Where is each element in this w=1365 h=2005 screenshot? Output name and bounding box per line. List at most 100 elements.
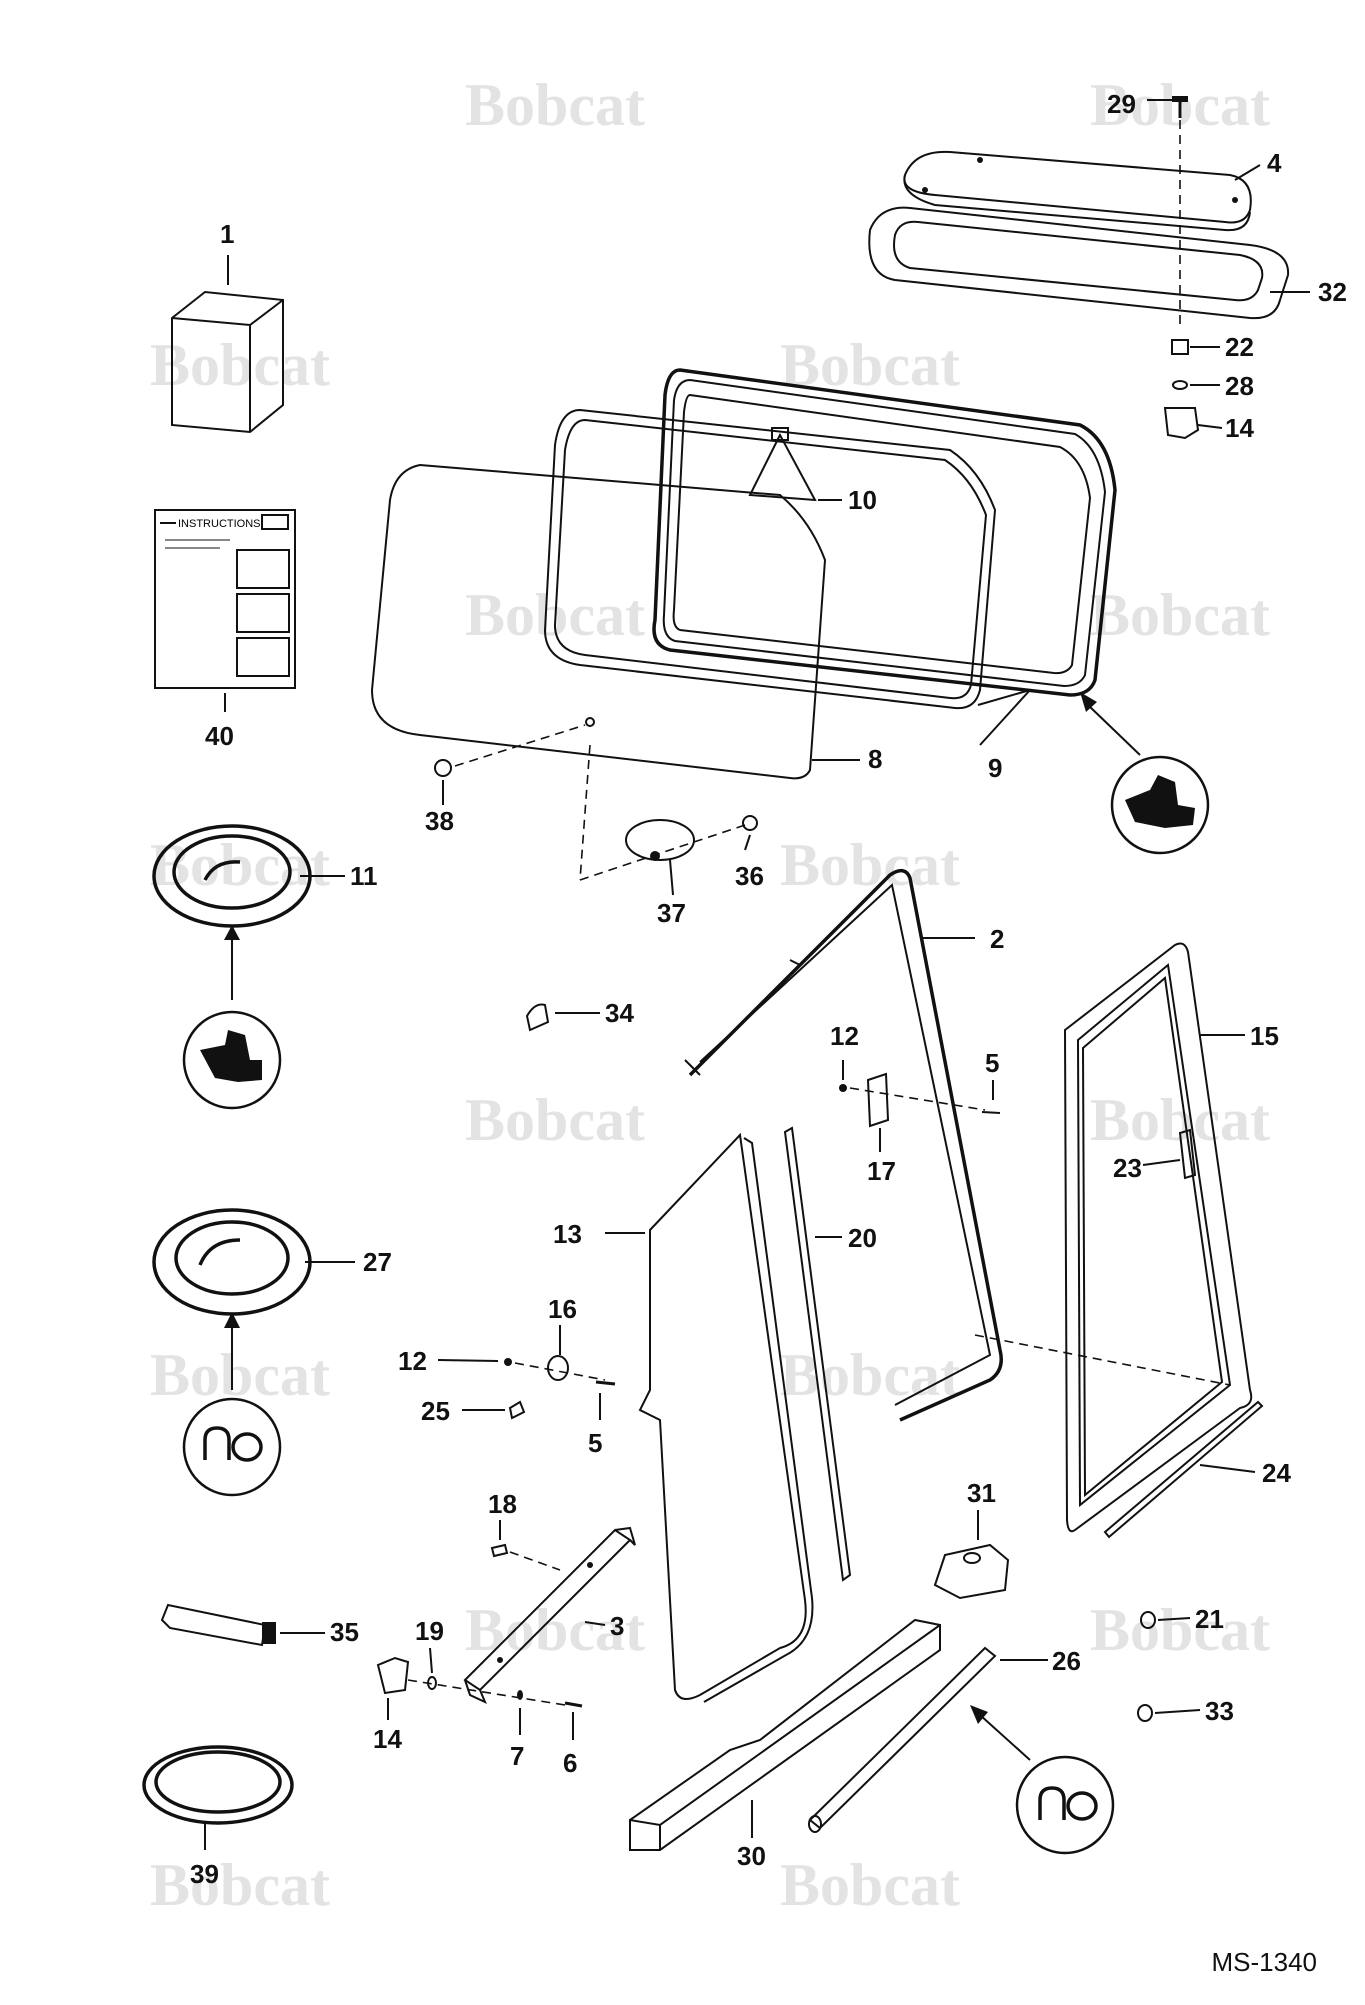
part-31-mount-block (933, 1510, 1010, 1600)
watermark: Bobcat (780, 1852, 960, 1918)
part-29-bolt (1147, 96, 1188, 330)
part-40-instructions-sheet: INSTRUCTIONS (154, 509, 296, 712)
part-38-knob (434, 724, 586, 805)
part-20-rubber-strip (783, 1126, 852, 1582)
part-15-door-frame (974, 942, 1253, 1533)
callout-39: 39 (190, 1859, 219, 1889)
callout-labels: 1 40 11 27 35 39 29 4 32 22 28 14 10 8 9… (190, 89, 1347, 1889)
seal-profile-icon (200, 1030, 262, 1082)
callout-38: 38 (425, 806, 454, 836)
part-13-door-glass (605, 1132, 814, 1703)
part-25-block (462, 1400, 526, 1420)
part-2-door-frame (684, 868, 1003, 1422)
callout-7: 7 (510, 1741, 524, 1771)
callout-35: 35 (330, 1617, 359, 1647)
callout-18: 18 (488, 1489, 517, 1519)
callout-5: 5 (985, 1048, 999, 1078)
part-22-nut (1171, 339, 1220, 355)
part-35-sealant-tube (160, 1603, 325, 1647)
callout-29: 29 (1107, 89, 1136, 119)
watermark: Bobcat (1090, 1597, 1270, 1663)
part-5-screw-b (595, 1380, 616, 1420)
part-4-hatch-cover (903, 150, 1261, 232)
part-14-knob-bottom (376, 1656, 566, 1720)
part-6-screw (564, 1701, 583, 1740)
callout-2: 2 (990, 924, 1004, 954)
callout-28: 28 (1225, 371, 1254, 401)
watermark: Bobcat (465, 1597, 645, 1663)
part-7-washer (517, 1690, 523, 1735)
seal-profile-icon (1125, 775, 1195, 828)
seal-profile-icon (1038, 1786, 1066, 1820)
part-9-window-frame (543, 408, 1031, 746)
callout-30: 30 (737, 1841, 766, 1871)
callout-31: 31 (967, 1478, 996, 1508)
drawing-number: MS-1340 (1211, 1947, 1318, 1977)
part-14-knob-top (1163, 407, 1223, 440)
watermark: Bobcat (150, 1852, 330, 1918)
callout-5: 5 (588, 1428, 602, 1458)
part-19-washer (427, 1647, 437, 1690)
watermark: Bobcat (780, 1342, 960, 1408)
callout-14: 14 (373, 1724, 402, 1754)
seal-profile-icon (203, 1426, 231, 1460)
callout-6: 6 (563, 1748, 577, 1778)
part-11-seal-coil (152, 824, 345, 1110)
callout-15: 15 (1250, 1021, 1279, 1051)
callout-20: 20 (848, 1223, 877, 1253)
watermarks: Bobcat Bobcat Bobcat Bobcat Bobcat Bobca… (150, 72, 1270, 1918)
callout-25: 25 (421, 1396, 450, 1426)
watermark: Bobcat (1090, 582, 1270, 648)
callout-37: 37 (657, 898, 686, 928)
part-12-screw-b (437, 1358, 606, 1381)
callout-34: 34 (605, 998, 634, 1028)
callout-40: 40 (205, 721, 234, 751)
watermark: Bobcat (150, 1342, 330, 1408)
part-39-hose-coil (142, 1745, 294, 1850)
part-5-screw-a (981, 1080, 1001, 1114)
callout-13: 13 (553, 1219, 582, 1249)
part-17-hinge (866, 1072, 890, 1152)
part-21-bumper (1140, 1611, 1191, 1629)
part-12-screw-a (839, 1060, 986, 1111)
instructions-heading: INSTRUCTIONS (178, 518, 261, 530)
part-8-window-glass (370, 463, 860, 780)
part-32-hatch-seal (868, 206, 1310, 320)
callout-26: 26 (1052, 1646, 1081, 1676)
callout-10: 10 (848, 485, 877, 515)
part-30-sill-plate (629, 1618, 941, 1851)
callout-1: 1 (220, 219, 234, 249)
part-26-seal-strip (808, 1646, 1115, 1855)
part-33-bumper (1137, 1704, 1201, 1722)
callout-12: 12 (398, 1346, 427, 1376)
callout-11: 11 (350, 861, 378, 891)
callout-16: 16 (548, 1294, 577, 1324)
callout-21: 21 (1195, 1604, 1224, 1634)
callout-14: 14 (1225, 413, 1254, 443)
callout-24: 24 (1262, 1458, 1291, 1488)
callout-12: 12 (830, 1021, 859, 1051)
callout-4: 4 (1267, 148, 1282, 178)
part-24-sill-strip (1103, 1400, 1264, 1539)
part-1-kit-box (171, 255, 284, 434)
callout-3: 3 (610, 1611, 624, 1641)
callout-23: 23 (1113, 1153, 1142, 1183)
part-3-track-channel (463, 1526, 636, 1704)
seal-profile-callout (1080, 692, 1210, 855)
callout-32: 32 (1318, 277, 1347, 307)
callout-8: 8 (868, 744, 882, 774)
watermark: Bobcat (150, 332, 330, 398)
watermark: Bobcat (465, 1087, 645, 1153)
part-27-seal-coil (152, 1208, 355, 1497)
callout-17: 17 (867, 1156, 896, 1186)
callout-19: 19 (415, 1616, 444, 1646)
part-34-clip (525, 1003, 600, 1032)
part-36-nut (742, 815, 758, 851)
part-10-latch-triangle (748, 427, 842, 502)
watermark: Bobcat (1090, 1087, 1270, 1153)
callout-9: 9 (988, 753, 1002, 783)
part-23-latch-pad (1142, 1128, 1197, 1180)
watermark: Bobcat (465, 72, 645, 138)
